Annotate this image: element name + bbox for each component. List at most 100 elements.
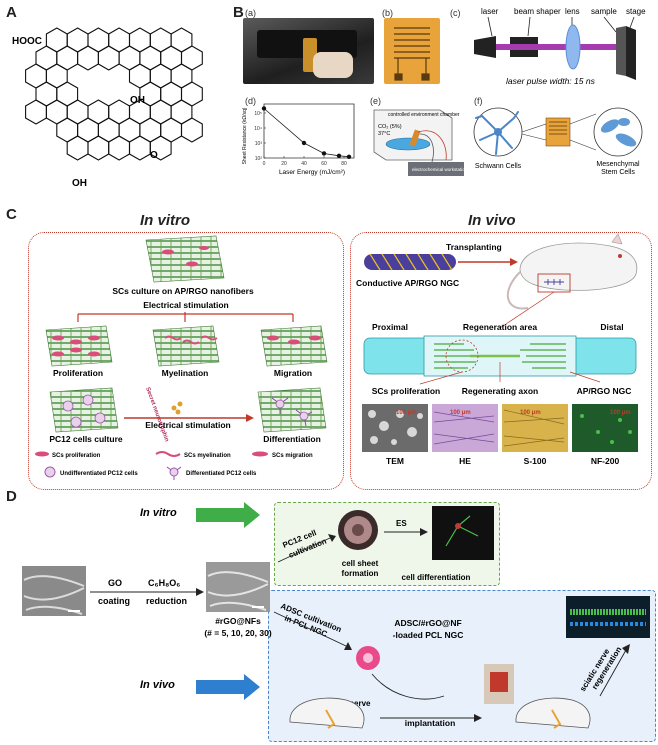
- chart-series-line: [263, 108, 350, 158]
- hexagon-ring: [25, 99, 47, 125]
- tem-scale: 100 μm: [396, 410, 417, 416]
- beam-shaper-label: beam shaper: [514, 7, 561, 16]
- scs-culture-label: SCs culture on AP/RGO nanofibers: [112, 286, 254, 296]
- product-label: #rGO@NFs: [215, 616, 261, 626]
- chamber-title: controlled environment chamber: [388, 112, 460, 118]
- in-vivo-title: In vivo: [468, 212, 516, 229]
- sub-c-label: (c): [450, 8, 461, 18]
- hexagon-ring: [66, 135, 89, 161]
- scs-prolif-label: SCs proliferation: [372, 386, 440, 396]
- tem-label: TEM: [386, 456, 404, 466]
- chart-x-tick-label: 80: [341, 161, 347, 167]
- laser-label: laser: [481, 7, 499, 16]
- proliferation-label: Proliferation: [53, 368, 103, 378]
- chart-y-axis-label: Sheet Resistance (kΩ/sq): [242, 107, 248, 164]
- he-scale: 100 μm: [450, 410, 471, 416]
- coating-label: coating: [98, 596, 130, 606]
- proliferating-cell: [70, 339, 82, 345]
- sub-f-label: (f): [474, 96, 483, 106]
- myelinating-cell: [164, 335, 182, 341]
- chart-x-tick-label: 60: [321, 161, 327, 167]
- epoxide-label: O: [150, 150, 158, 161]
- sheet-b: formation: [342, 569, 379, 578]
- panel-b-label: B: [233, 4, 244, 21]
- go-label: GO: [108, 578, 122, 588]
- chart-x-tick-label: 40: [301, 161, 307, 167]
- chart-data-point: [346, 154, 352, 160]
- reduction-label: reduction: [146, 596, 187, 606]
- conductive-ngc-label: Conductive AP/RGO NGC: [356, 278, 459, 288]
- culture-chamber-diagram: controlled environment chamber CO₂ (5%) …: [373, 109, 468, 176]
- sample-label: sample: [591, 7, 617, 16]
- in-vitro-box: [28, 232, 344, 490]
- chart-frame: [263, 103, 355, 159]
- panel-d-diagram: GO coating C₆H₈O₆ reduction #rGO@NFs (# …: [22, 502, 650, 729]
- lens-label: lens: [565, 7, 580, 16]
- hexagon-ring: [87, 135, 110, 161]
- sub-a-label: (a): [245, 8, 256, 18]
- legend-proliferation: SCs proliferation: [52, 453, 101, 459]
- workstation-label: electrochemical workstation: [412, 167, 468, 172]
- in-vivo-box: [350, 232, 652, 490]
- chart-y-tick-label: 10⁴: [254, 126, 262, 132]
- laser-setup-diagram: laser beam shaper lens sample stage lase…: [474, 7, 646, 86]
- sub-e-label: (e): [370, 96, 381, 106]
- panel-a-label: A: [6, 4, 17, 21]
- nf-scale: 100 μm: [610, 410, 631, 416]
- migrating-cell: [267, 335, 279, 341]
- proliferating-cell: [88, 335, 100, 341]
- myelinating-cell: [182, 339, 200, 345]
- chart-y-tick-label: 10⁵: [254, 111, 262, 117]
- panel-c-label: C: [6, 206, 17, 223]
- chart-data-point: [336, 153, 342, 159]
- nf200-label: NF-200: [591, 456, 620, 466]
- proliferating-cell: [52, 351, 64, 357]
- hexagon-ring: [149, 135, 172, 161]
- chart-data-point: [261, 106, 267, 111]
- scaffold-sheet: [45, 325, 113, 367]
- sub-b-label: (b): [382, 8, 393, 18]
- cell-diff-label: cell differentiation: [402, 573, 471, 582]
- panel-d-label: D: [6, 488, 17, 505]
- proliferating-cell: [52, 335, 64, 341]
- proximal-label: Proximal: [372, 322, 408, 332]
- stim2-label: Electrical stimulation: [145, 420, 231, 430]
- numbers-label: (# = 5, 10, 20, 30): [204, 628, 272, 638]
- differentiation-label: Differentiation: [263, 434, 321, 444]
- chart-y-tick-label: 10²: [255, 156, 263, 162]
- proliferating-cell: [88, 351, 100, 357]
- pulse-width-label: laser pulse width: 15 ns: [506, 76, 596, 86]
- myelinating-cell: [200, 335, 218, 341]
- region-label: Regeneration area: [463, 322, 537, 332]
- hexagon-ring: [128, 135, 151, 161]
- legend-migration: SCs migration: [272, 453, 313, 459]
- migrating-cell: [288, 339, 300, 345]
- transplanting-label: Transplanting: [446, 242, 502, 252]
- electrode-photo: [384, 18, 440, 84]
- in-vivo-diagram: Conductive AP/RGO NGC Transplanting Prox…: [356, 233, 638, 466]
- in-vitro-diagram: SCs culture on AP/RGO nanofibers Electri…: [35, 235, 328, 480]
- proliferating-cell: [70, 347, 82, 353]
- hexagon-ring: [77, 45, 99, 71]
- d-in-vitro-label: In vitro: [140, 507, 177, 519]
- schwann-cells-label: Schwann Cells: [475, 163, 522, 170]
- scaffold-sheet: [260, 325, 328, 367]
- stim-label: Electrical stimulation: [143, 300, 229, 310]
- myelination-label: Myelination: [162, 368, 209, 378]
- cooh-label: HOOC: [12, 36, 42, 47]
- hexagon-ring: [97, 45, 120, 71]
- legend-myelination: SCs myelination: [184, 453, 231, 459]
- sheet-a: cell sheet: [342, 559, 379, 568]
- s100-scale: 100 μm: [520, 410, 541, 416]
- chart-x-tick-label: 0: [263, 161, 266, 167]
- graphene-oxide-structure: HOOC OH OH O: [12, 27, 203, 189]
- neurotrophin-label: Secret neurotrophin: [144, 387, 169, 443]
- implantation-label: implantation: [405, 718, 456, 728]
- hexagon-ring: [180, 117, 203, 143]
- oh-label-bottom: OH: [72, 178, 87, 189]
- chart-data-point: [321, 151, 327, 156]
- migration-label: Migration: [274, 368, 312, 378]
- chart-x-axis-label: Laser Energy (mJ/cm²): [279, 169, 345, 176]
